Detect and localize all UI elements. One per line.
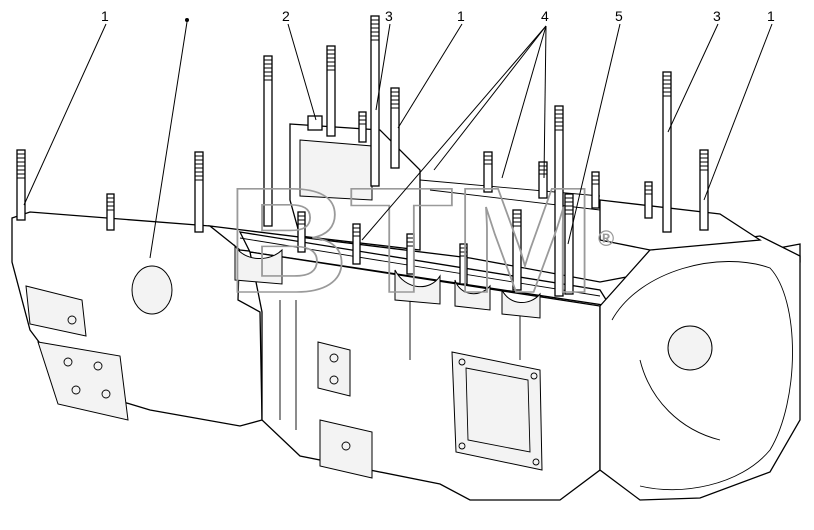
leader-c8 <box>703 23 773 201</box>
stud <box>16 149 26 221</box>
stud <box>512 209 522 291</box>
stud <box>406 233 415 275</box>
leader-c5c <box>501 25 547 179</box>
leader-c6 <box>567 23 621 245</box>
leader-c4 <box>397 23 463 129</box>
watermark-text: BTM <box>226 156 596 324</box>
callout-2: 2 <box>282 8 290 24</box>
stud <box>662 71 672 233</box>
stud <box>459 243 468 285</box>
callout-5: 5 <box>615 8 623 24</box>
callout-3-right: 3 <box>713 8 721 24</box>
stud <box>358 111 367 143</box>
leader-c7 <box>667 23 719 133</box>
leader-c5a <box>433 25 547 171</box>
stud <box>194 151 204 233</box>
stud <box>699 149 709 231</box>
stud <box>564 193 574 295</box>
callout-4: 4 <box>541 8 549 24</box>
watermark-registered-mark: ® <box>598 226 614 251</box>
callout-1-left: 1 <box>101 8 109 24</box>
leader-c5b <box>361 25 547 241</box>
stud <box>483 151 493 193</box>
stud <box>106 193 115 231</box>
watermark: BTM ® <box>225 155 614 325</box>
leader-c5d <box>543 25 547 179</box>
stud <box>591 171 600 209</box>
leader-c3 <box>375 23 391 111</box>
stud <box>390 87 400 169</box>
stud <box>326 45 336 137</box>
stud <box>263 55 273 227</box>
callout-3-center: 3 <box>385 8 393 24</box>
leader-c1 <box>23 23 107 206</box>
callout-1-right: 1 <box>767 8 775 24</box>
callout-1-center: 1 <box>457 8 465 24</box>
stud <box>370 15 380 187</box>
stud <box>297 211 306 253</box>
callouts: 1 2 3 1 4 5 3 1 <box>101 8 775 24</box>
callout-dot <box>185 18 189 22</box>
stud <box>554 105 564 297</box>
leader-c2 <box>287 23 317 121</box>
stud <box>644 181 653 219</box>
leader-lines <box>23 18 773 259</box>
stud <box>538 161 548 199</box>
studs <box>16 15 709 297</box>
leader-c-dot <box>149 21 188 259</box>
stud <box>352 223 361 265</box>
